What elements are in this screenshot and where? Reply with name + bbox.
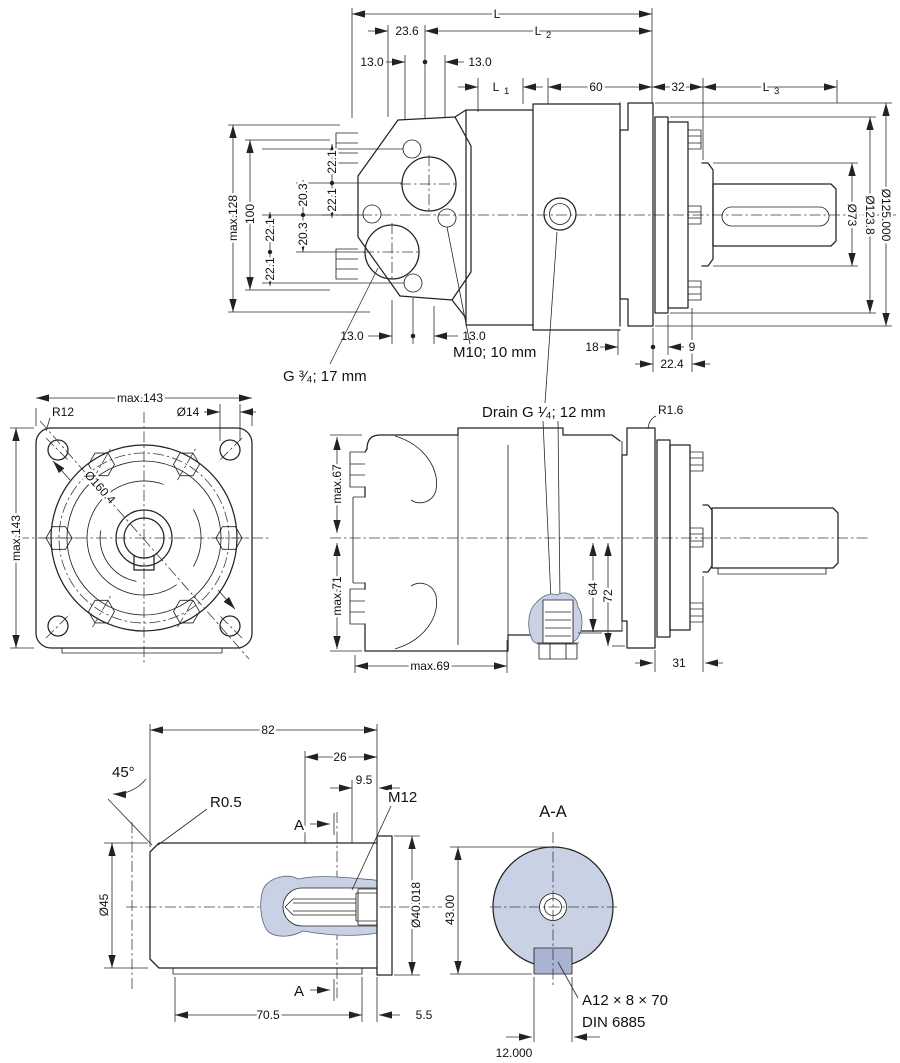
dim-max143-top: max.143 xyxy=(117,391,163,405)
dim-82: 82 xyxy=(261,723,275,737)
dim-64: 64 xyxy=(586,582,600,596)
dim-dia14: Ø14 xyxy=(177,405,200,419)
dim-dia123-8: Ø123.8 xyxy=(863,195,877,235)
dim-100: 100 xyxy=(243,204,257,224)
dim-L2: L xyxy=(535,24,542,38)
dim-max67: max.67 xyxy=(330,464,344,504)
dim-chain-4: 22.1 xyxy=(263,218,277,242)
dim-72: 72 xyxy=(601,589,615,603)
dim-chain-2: 20.3 xyxy=(296,183,310,207)
dim-9-5: 9.5 xyxy=(356,773,373,787)
callout-g34: G ³⁄₄; 17 mm xyxy=(283,368,367,385)
section-label-a-top: A xyxy=(294,817,304,834)
dim-max69: max.69 xyxy=(410,659,450,673)
dim-9: 9 xyxy=(689,340,696,354)
dim-max128: max.128 xyxy=(226,195,240,241)
dim-13-top-right: 13.0 xyxy=(468,55,492,69)
dim-L1-sub: 1 xyxy=(504,86,509,97)
dim-L3-sub: 3 xyxy=(774,86,779,97)
dim-dia40: Ø40.018 xyxy=(409,882,423,928)
dim-22-4: 22.4 xyxy=(660,357,684,371)
callout-r12: R12 xyxy=(52,405,74,419)
dim-max143-left: max.143 xyxy=(9,515,23,561)
dim-dia45: Ø45 xyxy=(97,893,111,916)
dim-23-6: 23.6 xyxy=(395,24,419,38)
dim-chain-3: 22.1 xyxy=(325,188,339,212)
dim-43: 43.00 xyxy=(443,895,457,925)
dim-31: 31 xyxy=(672,656,686,670)
section-label-a-bottom: A xyxy=(294,983,304,1000)
dim-32: 32 xyxy=(671,80,685,94)
dim-5-5: 5.5 xyxy=(416,1008,433,1022)
side-view: Drain G ¹⁄₄; 12 mm R1.6 xyxy=(328,231,870,676)
dim-L2-sub: 2 xyxy=(546,30,551,41)
dim-chain-1: 22.1 xyxy=(325,150,339,174)
dim-L: L xyxy=(494,7,501,21)
dim-60: 60 xyxy=(589,80,603,94)
key-spec-line1: A12 × 8 × 70 xyxy=(582,992,668,1009)
callout-m12: M12 xyxy=(388,789,417,806)
section-view: A-A 43.00 12.000 A12 × 8 × 70 DIN 6885 xyxy=(441,803,671,1063)
top-view: L 23.6 L 2 13.0 13.0 L 1 60 32 L 3 max.1… xyxy=(224,5,896,388)
dim-13-top-left: 13.0 xyxy=(360,55,384,69)
dim-12: 12.000 xyxy=(496,1046,533,1060)
key-spec-line2: DIN 6885 xyxy=(582,1014,645,1031)
dim-45deg: 45° xyxy=(112,764,135,781)
callout-r0-5: R0.5 xyxy=(210,794,242,811)
dim-dia73: Ø73 xyxy=(845,204,859,227)
section-title: A-A xyxy=(539,803,567,821)
callout-r1-6: R1.6 xyxy=(658,403,684,417)
shaft-detail-view: 82 26 9.5 M12 45° R0.5 A A Ø45 Ø40.018 xyxy=(95,721,442,1025)
callout-m10: M10; 10 mm xyxy=(453,344,536,361)
dim-L3: L xyxy=(763,80,770,94)
dim-L1: L xyxy=(493,80,500,94)
dim-26: 26 xyxy=(333,750,347,764)
dim-chain-5: 20.3 xyxy=(296,222,310,246)
dim-max71: max.71 xyxy=(330,576,344,616)
dim-18: 18 xyxy=(585,340,599,354)
dim-70-5: 70.5 xyxy=(256,1008,280,1022)
callout-drain: Drain G ¹⁄₄; 12 mm xyxy=(482,404,606,421)
dim-dia125: Ø125.000 xyxy=(879,189,893,242)
dim-13-bottom-right: 13.0 xyxy=(462,329,486,343)
front-view: Ø160.4 max.143 max.143 R12 Ø14 xyxy=(7,389,270,664)
dim-13-bottom-left: 13.0 xyxy=(340,329,364,343)
dim-chain-6: 22.1 xyxy=(263,257,277,281)
